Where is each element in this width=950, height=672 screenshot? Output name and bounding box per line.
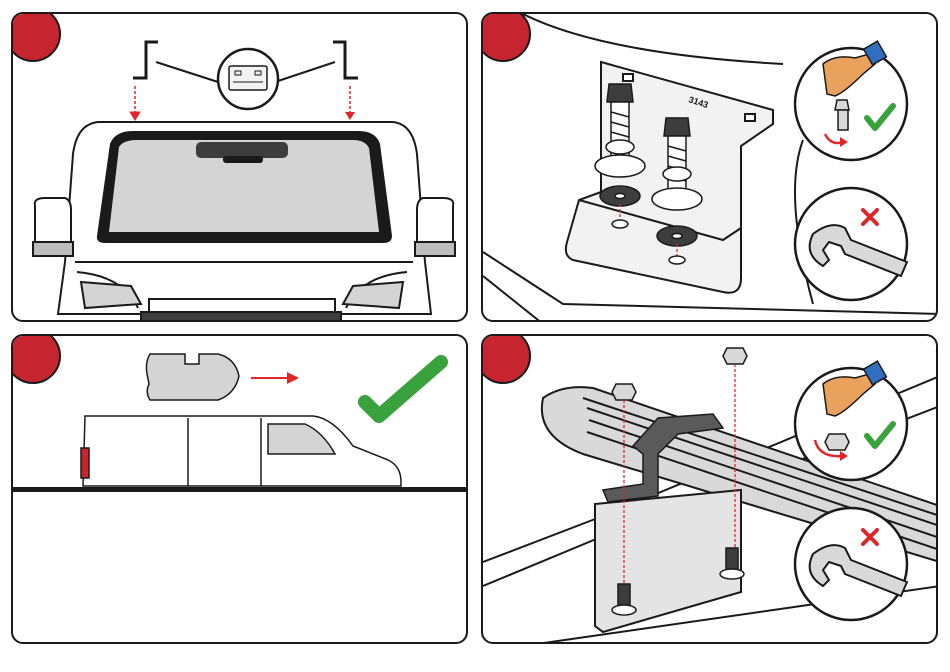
bracket-left bbox=[133, 42, 158, 78]
check-icon bbox=[365, 362, 441, 416]
headlight-right bbox=[343, 282, 403, 308]
grille bbox=[141, 312, 341, 322]
nut-right bbox=[723, 348, 747, 364]
van-side-correct bbox=[81, 416, 401, 486]
panel-step-1 bbox=[11, 12, 468, 322]
nut-icon bbox=[825, 434, 849, 450]
lock-washer-right bbox=[663, 167, 691, 181]
panel-divider bbox=[13, 487, 466, 492]
hand-tighten-badge bbox=[795, 361, 907, 480]
lock-washer-left bbox=[606, 140, 634, 154]
bracket-icon bbox=[229, 66, 267, 90]
bolt-right bbox=[664, 118, 690, 196]
hand-tighten-badge bbox=[795, 41, 907, 160]
wrench-forbidden-badge bbox=[795, 188, 907, 300]
arrow-down-right bbox=[345, 86, 355, 120]
bracket-right bbox=[333, 42, 358, 78]
arrow-down-left bbox=[130, 86, 140, 120]
panel-step-2: 3143 bbox=[481, 12, 938, 322]
bolt-head-icon bbox=[835, 100, 849, 110]
headlight-left bbox=[81, 282, 141, 308]
van-front bbox=[33, 122, 455, 322]
crossbar-mount-illustration bbox=[483, 336, 938, 644]
profile-shape-correct bbox=[146, 354, 239, 400]
panel-step-4 bbox=[481, 334, 938, 644]
windshield-illustration bbox=[13, 14, 468, 322]
flat-washer-left bbox=[595, 155, 645, 177]
rear-view-mirror-mount bbox=[196, 142, 288, 158]
nut-left bbox=[612, 384, 636, 400]
flat-washer-right bbox=[652, 188, 702, 210]
wrench-forbidden-badge bbox=[795, 508, 907, 620]
bolt-assembly-illustration: 3143 bbox=[483, 14, 938, 322]
panel-step-3 bbox=[11, 334, 468, 644]
